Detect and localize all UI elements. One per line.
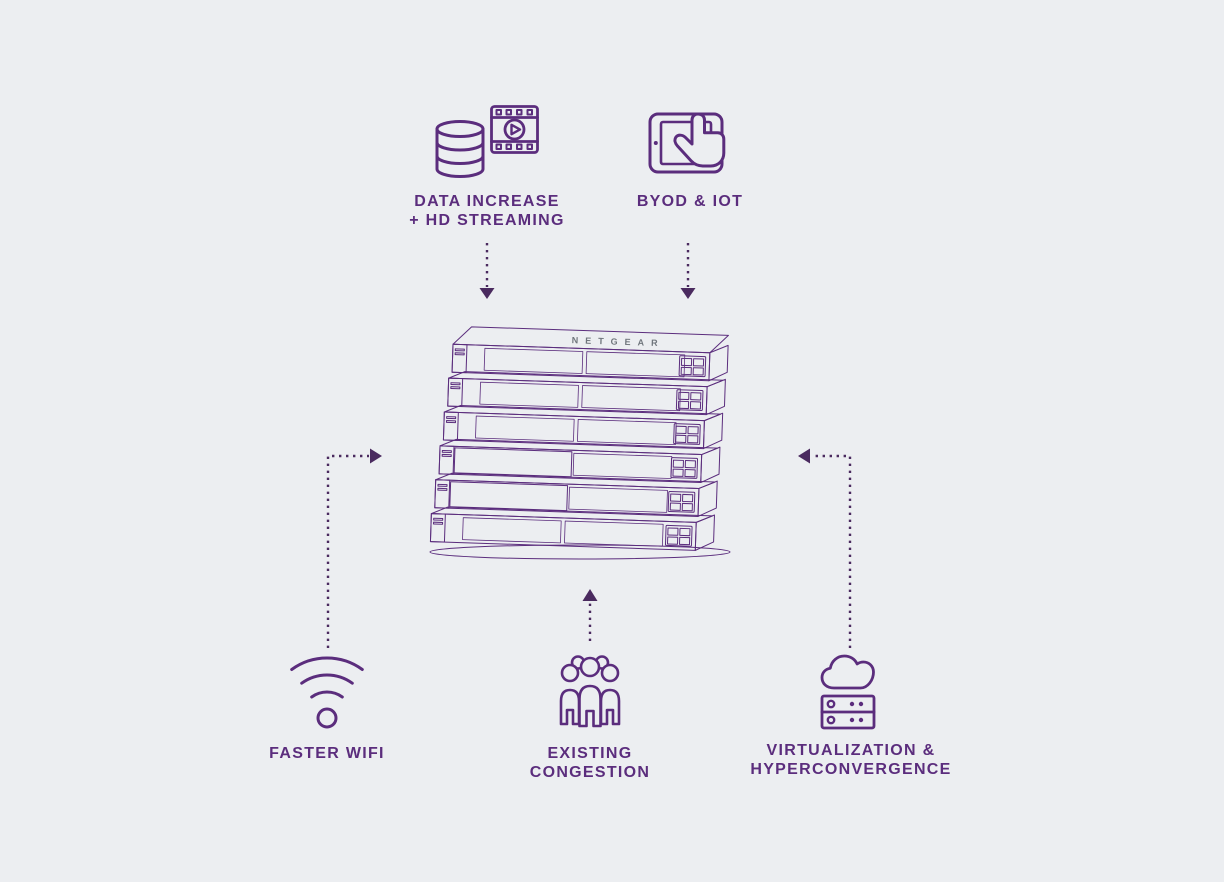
label-existing-congestion-line1: EXISTING <box>547 745 633 762</box>
label-data-increase: DATA INCREASE + HD STREAMING <box>409 192 565 230</box>
arrow-data-increase-to-stack <box>479 243 495 299</box>
cloud-server-icon <box>820 654 876 730</box>
label-existing-congestion: EXISTING CONGESTION <box>530 744 651 782</box>
arrow-wifi-to-stack <box>326 448 382 648</box>
tablet-touch-icon <box>648 112 726 174</box>
switch-unit-48-port-switch-dark <box>442 405 724 450</box>
wifi-icon <box>290 656 364 729</box>
label-byod-iot: BYOD & IOT <box>637 192 743 211</box>
arrow-congestion-to-stack <box>582 589 598 641</box>
video-stream-icon <box>490 105 539 154</box>
people-crowd-icon <box>559 655 621 728</box>
label-faster-wifi: FASTER WIFI <box>269 744 385 763</box>
switch-unit-48-port-switch <box>451 326 729 382</box>
stack-brand-text: NETGEAR <box>572 335 665 348</box>
arrow-virtualization-to-stack <box>798 448 852 648</box>
label-data-increase-line2: + HD STREAMING <box>409 212 565 229</box>
node-data-increase-icons <box>435 105 539 178</box>
label-virtualization: VIRTUALIZATION & HYPERCONVERGENCE <box>750 741 951 779</box>
label-virtualization-line1: VIRTUALIZATION & <box>766 742 936 759</box>
switch-unit-24-port-switch <box>438 438 721 484</box>
switch-unit-48-port-switch-blue <box>429 506 715 551</box>
label-byod-iot-line1: BYOD & IOT <box>636 193 744 210</box>
label-existing-congestion-line2: CONGESTION <box>529 764 651 781</box>
label-data-increase-line1: DATA INCREASE <box>414 193 560 210</box>
switch-unit-48-port-poe-switch <box>447 371 726 416</box>
arrow-byod-to-stack <box>680 243 696 299</box>
switch-stack: NETGEAR <box>429 326 731 560</box>
label-faster-wifi-line1: FASTER WIFI <box>269 745 385 762</box>
database-icon <box>435 120 485 178</box>
label-virtualization-line2: HYPERCONVERGENCE <box>750 761 952 778</box>
